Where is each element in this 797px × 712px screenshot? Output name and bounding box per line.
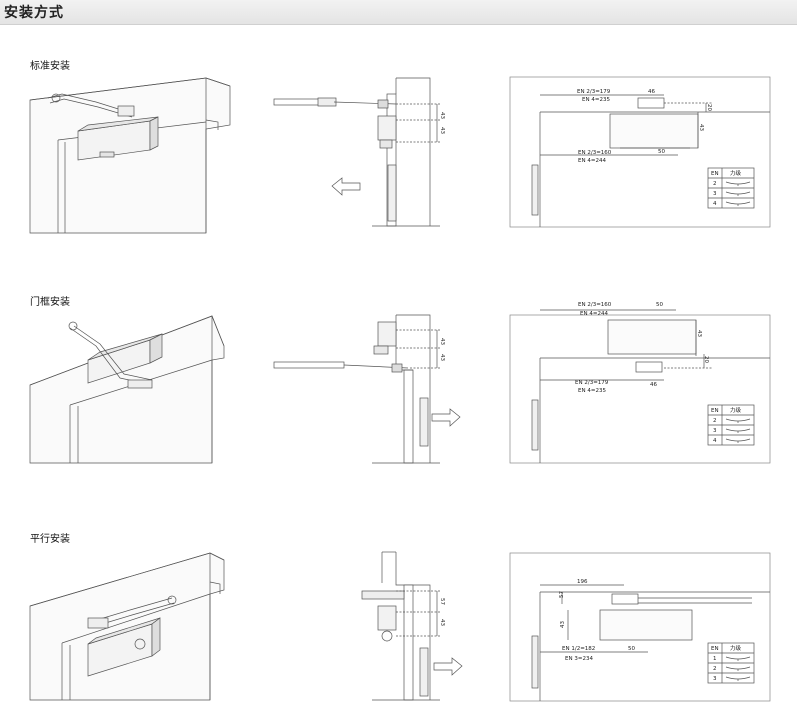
table-row: 2: [713, 181, 717, 187]
side-dim-1: 43: [439, 112, 445, 119]
dim-a1: EN 2/3=160: [578, 302, 612, 308]
dim-a2: EN 4=235: [582, 97, 610, 103]
side-dim-2: 43: [439, 127, 445, 134]
dim-h1: 20: [703, 356, 709, 363]
dim-b2: EN 4=235: [578, 388, 606, 394]
side-view-parallel: [361, 551, 463, 701]
dim-v2: 43: [560, 621, 566, 628]
table-row: 3: [713, 676, 717, 682]
table-row: 3: [713, 191, 717, 197]
side-view-frame: [273, 314, 461, 464]
table-row: 4: [713, 201, 717, 207]
section-title-standard: 标准安装: [30, 61, 70, 72]
table-row: 4: [713, 438, 717, 444]
iso-door-parallel: [29, 552, 225, 701]
iso-door-standard: [29, 77, 231, 234]
side-view-standard: [273, 77, 440, 227]
side-dim-1: 43: [439, 338, 445, 345]
front-view-frame: [509, 309, 771, 464]
dim-w2: 50: [628, 646, 635, 652]
dim-v1: 57: [559, 591, 565, 598]
table-header-force: 力级: [730, 169, 742, 177]
table-header-force: 力级: [730, 644, 742, 652]
dim-a1: EN 2/3=179: [577, 89, 611, 95]
front-view-standard: [509, 76, 771, 228]
side-dim-1: 57: [439, 598, 445, 605]
dim-w2: 46: [650, 382, 657, 388]
table-header-en: EN: [711, 408, 719, 414]
dim-h2: 43: [696, 330, 702, 337]
dim-a2: EN 4=244: [580, 311, 608, 317]
header-bar: 安装方式: [0, 0, 797, 25]
dim-w1: 50: [656, 302, 663, 308]
table-row: 3: [713, 428, 717, 434]
dim-w1: 46: [648, 89, 655, 95]
dim-b1: EN 2/3=179: [575, 380, 609, 386]
section-title-frame: 门框安装: [30, 297, 70, 308]
side-dim-2: 43: [439, 354, 445, 361]
dim-top: 196: [577, 579, 588, 585]
table-header-en: EN: [711, 646, 719, 652]
dim-b1: EN 2/3=160: [578, 150, 612, 156]
table-header-en: EN: [711, 171, 719, 177]
table-row: 2: [713, 418, 717, 424]
dim-b2: EN 3=234: [565, 656, 593, 662]
force-level-icons: [725, 181, 751, 681]
table-row: 2: [713, 666, 717, 672]
page-title: 安装方式: [4, 5, 64, 21]
table-row: 1: [713, 656, 717, 662]
dim-b1: EN 1/2=182: [562, 646, 595, 652]
iso-door-frame: [29, 315, 225, 464]
dim-h1: 20: [706, 104, 712, 111]
side-dim-2: 43: [439, 619, 445, 626]
table-header-force: 力级: [730, 406, 742, 414]
section-title-parallel: 平行安装: [30, 534, 70, 545]
dim-b2: EN 4=244: [578, 158, 606, 164]
front-view-parallel: [509, 552, 771, 702]
dim-w2: 50: [658, 149, 665, 155]
dim-h2: 43: [698, 124, 704, 131]
